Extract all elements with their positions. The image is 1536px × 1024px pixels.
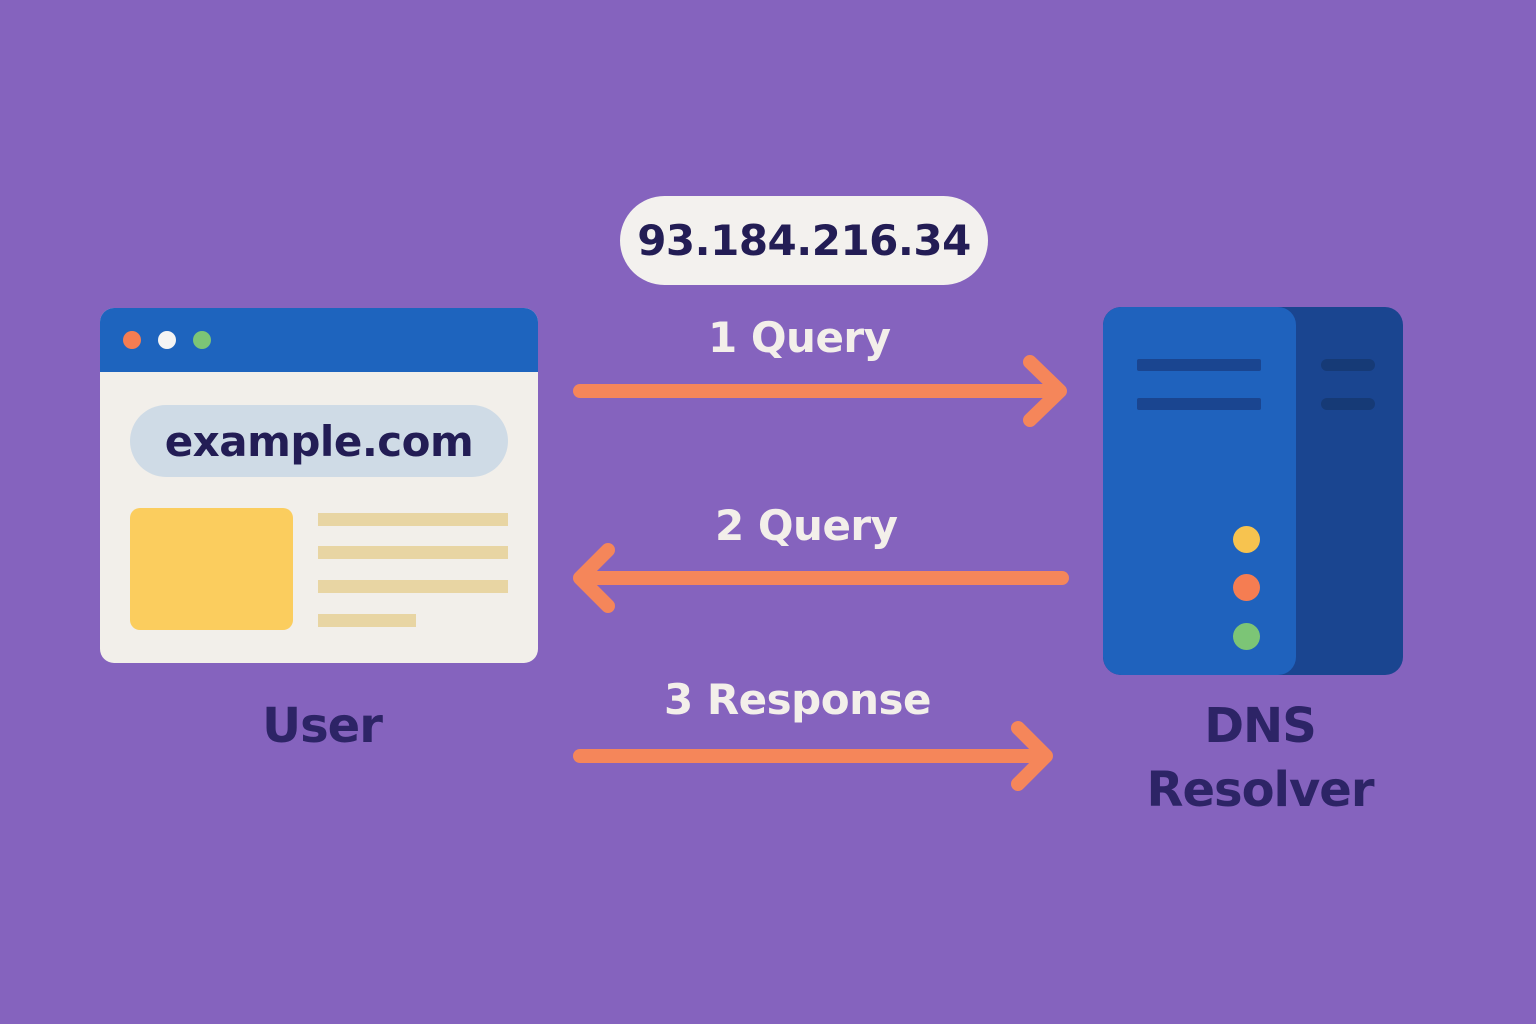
server-side-vent xyxy=(1321,398,1375,410)
url-bar: example.com xyxy=(130,405,508,477)
step-2-label: 2 Query xyxy=(715,501,898,550)
server-front-panel xyxy=(1103,307,1296,675)
browser-titlebar xyxy=(100,308,538,372)
arrow-step-3 xyxy=(573,721,1053,791)
server-drive-slot xyxy=(1137,359,1261,371)
dns-resolver-label: DNS Resolver xyxy=(1120,694,1400,822)
ip-address-badge: 93.184.216.34 xyxy=(620,196,988,285)
window-maximize-dot xyxy=(193,331,211,349)
window-minimize-dot xyxy=(158,331,176,349)
step-1-label: 1 Query xyxy=(708,313,891,362)
ip-address-text: 93.184.216.34 xyxy=(637,216,971,265)
browser-window-icon: example.com xyxy=(100,308,538,663)
server-status-led-green xyxy=(1233,623,1260,650)
url-text: example.com xyxy=(164,416,474,466)
user-label: User xyxy=(262,698,383,754)
dns-label-line2: Resolver xyxy=(1146,762,1374,818)
server-drive-slot xyxy=(1137,398,1261,410)
arrow-step-1 xyxy=(573,355,1067,427)
server-status-led-orange xyxy=(1233,574,1260,601)
step-3-label: 3 Response xyxy=(664,675,931,724)
page-image-placeholder xyxy=(130,508,293,630)
arrow-step-2 xyxy=(573,543,1069,613)
page-text-line xyxy=(318,580,508,593)
server-status-led-yellow xyxy=(1233,526,1260,553)
server-side-vent xyxy=(1321,359,1375,371)
server-icon xyxy=(1103,307,1403,675)
page-text-line xyxy=(318,614,416,627)
page-text-line xyxy=(318,513,508,526)
page-text-line xyxy=(318,546,508,559)
window-close-dot xyxy=(123,331,141,349)
dns-label-line1: DNS xyxy=(1204,698,1317,754)
